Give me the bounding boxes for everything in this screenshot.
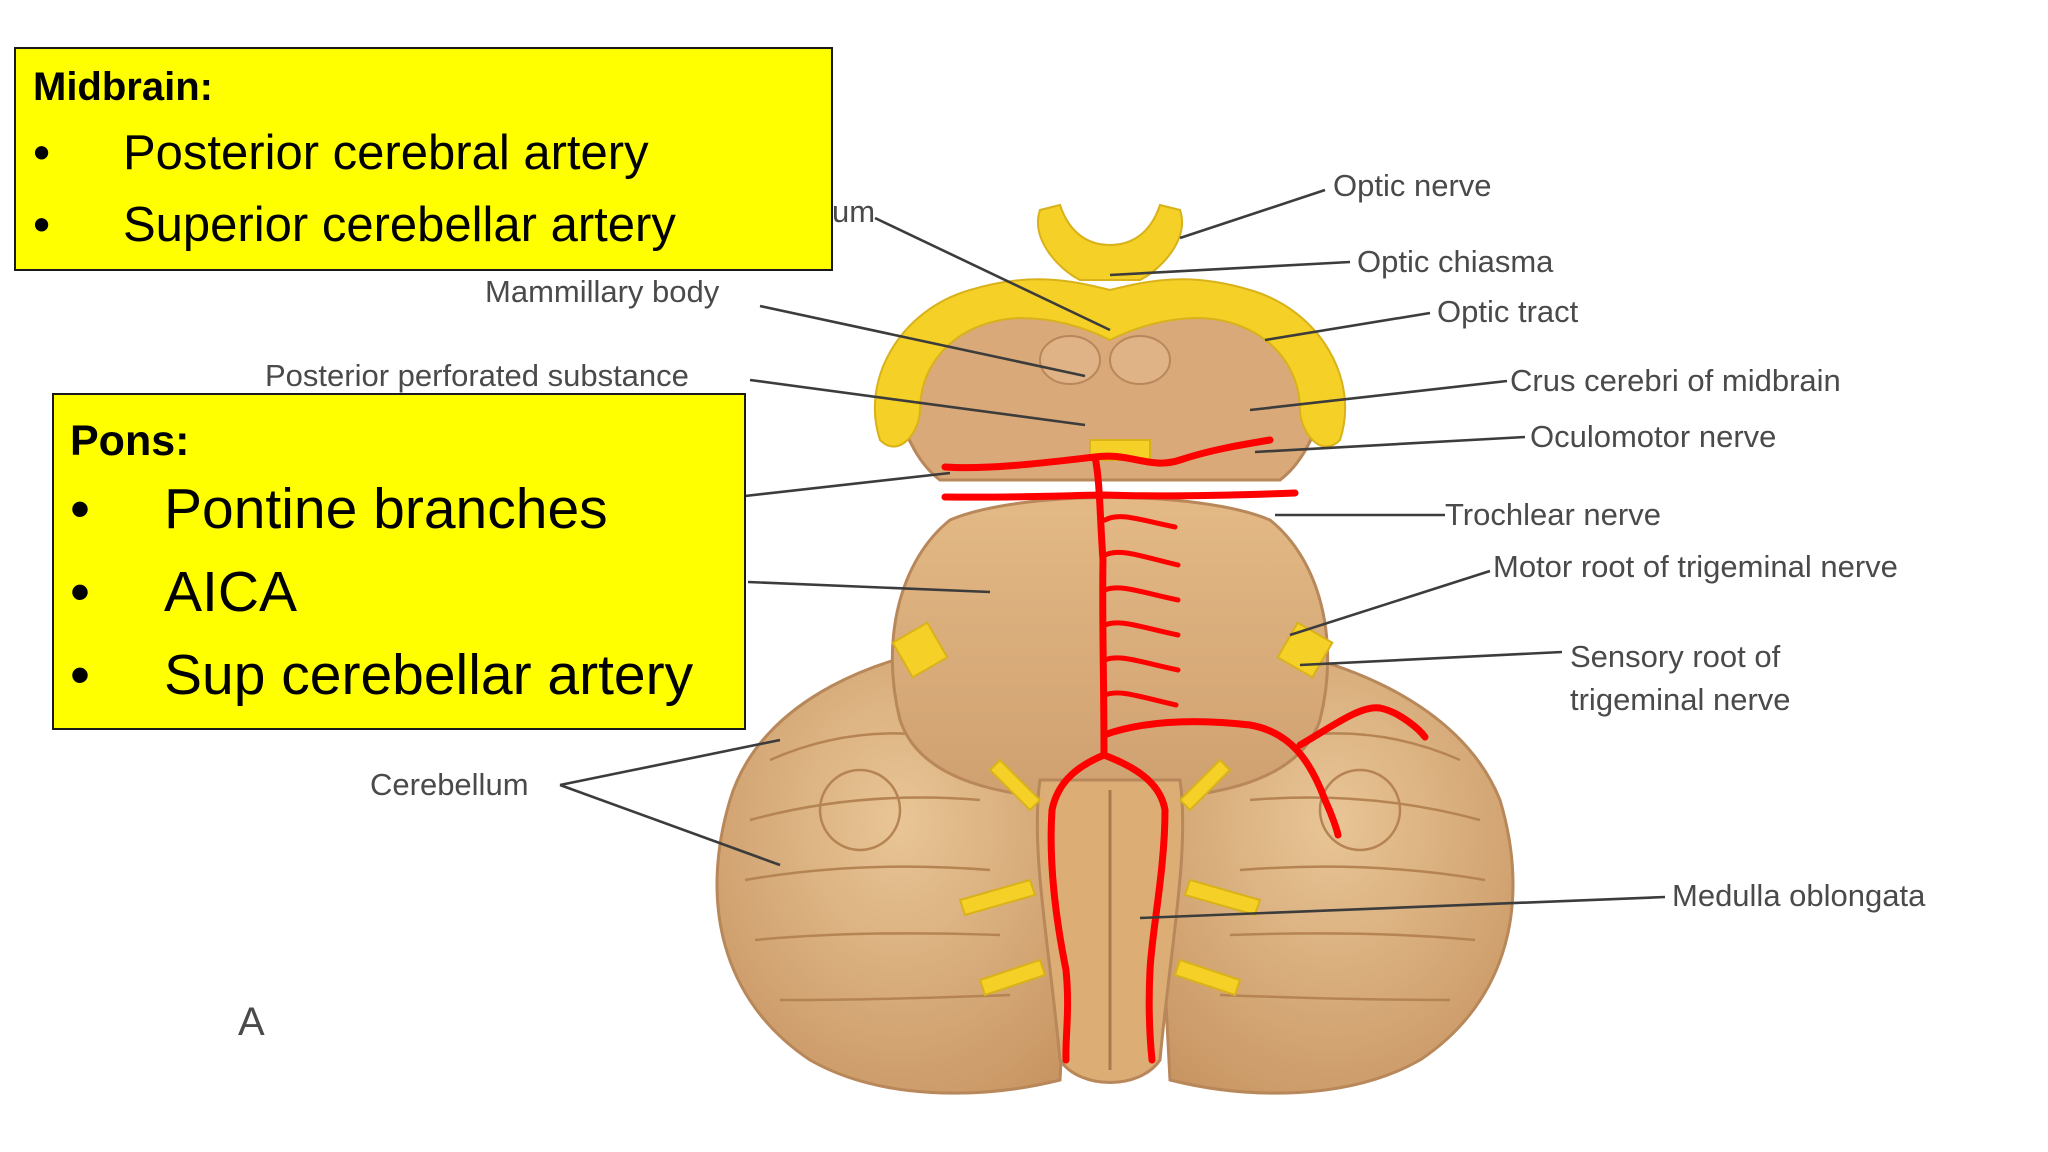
bullet: •: [70, 560, 90, 624]
posterior-cerebral-artery: [941, 436, 1274, 472]
label-medulla-oblongata: Medulla oblongata: [1672, 878, 1926, 913]
label-mammillary-body: Mammillary body: [485, 274, 720, 309]
list-item-text: Pontine branches: [164, 477, 608, 541]
list-item-text: Sup cerebellar artery: [164, 643, 694, 707]
brainstem-illustration: [715, 203, 1515, 1095]
pons-artery-list: • Pontine branches • AICA • Sup cerebellar …: [70, 468, 693, 717]
arterial-supply: [941, 436, 1429, 1064]
label-partial-infundibulum: um: [832, 194, 875, 229]
label-trochlear-nerve: Trochlear nerve: [1445, 497, 1661, 532]
bullet: •: [70, 643, 90, 707]
list-item-text: Superior cerebellar artery: [123, 198, 676, 252]
label-motor-root-trigeminal: Motor root of trigeminal nerve: [1493, 549, 1898, 584]
label-sensory-root-1: Sensory root of: [1570, 639, 1781, 674]
aica: [1100, 718, 1342, 839]
label-cerebellum: Cerebellum: [370, 767, 529, 802]
labels: Optic nerve Optic chiasma Optic tract Cr…: [238, 168, 1926, 1044]
optic-tract-band: [873, 278, 1347, 448]
optic-chiasma: [1037, 203, 1183, 281]
midbrain-heading: Midbrain:: [33, 65, 213, 109]
leader-lines: [559, 188, 1666, 920]
label-crus-cerebri: Crus cerebri of midbrain: [1510, 363, 1841, 398]
bullet: •: [33, 126, 51, 180]
label-sensory-root-2: trigeminal nerve: [1570, 682, 1791, 717]
bullet: •: [33, 198, 51, 252]
superior-cerebellar-artery: [941, 489, 1299, 501]
pontine-branches: [1102, 514, 1181, 708]
label-oculomotor-nerve: Oculomotor nerve: [1530, 419, 1776, 454]
label-optic-chiasma: Optic chiasma: [1357, 244, 1554, 279]
list-item-text: Posterior cerebral artery: [123, 126, 649, 180]
list-item: • Sup cerebellar artery: [70, 634, 693, 717]
label-optic-tract: Optic tract: [1437, 294, 1579, 329]
vertebral-artery-left: [1047, 751, 1108, 1064]
vertebral-artery-right: [1100, 751, 1169, 1064]
list-item: • Superior cerebellar artery: [33, 189, 676, 261]
list-item: • AICA: [70, 551, 693, 634]
pons-callout: Pons: • Pontine branches • AICA • Sup cereb…: [52, 393, 746, 730]
list-item: • Posterior cerebral artery: [33, 117, 676, 189]
list-item-text: AICA: [164, 560, 298, 624]
label-optic-nerve: Optic nerve: [1333, 168, 1492, 203]
midbrain-artery-list: • Posterior cerebral artery • Superior cer…: [33, 117, 676, 261]
aica-distal-branch: [1296, 704, 1429, 749]
midbrain-callout: Midbrain: • Posterior cerebral artery • Su…: [14, 47, 833, 271]
list-item: • Pontine branches: [70, 468, 693, 551]
bullet: •: [70, 477, 90, 541]
pons-heading: Pons:: [70, 417, 190, 465]
figure-letter: A: [238, 1000, 265, 1044]
label-posterior-perforated: Posterior perforated substance: [265, 358, 689, 393]
